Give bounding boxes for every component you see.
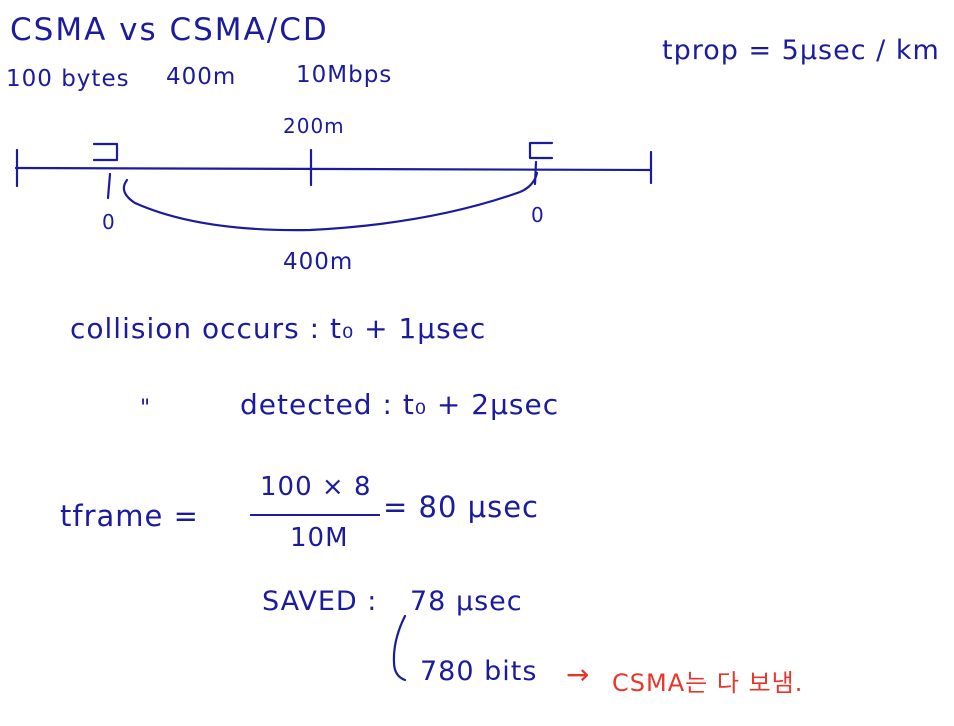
left-station-icon	[92, 142, 119, 162]
span-arc	[122, 171, 539, 232]
page-title: CSMA vs CSMA/CD	[10, 12, 329, 48]
left-station-tick	[106, 172, 112, 200]
saved-bits: 780 bits	[420, 656, 538, 687]
tframe-denominator: 10M	[290, 523, 349, 553]
tprop-formula: tprop = 5μsec / km	[662, 35, 940, 66]
right-station-icon	[528, 141, 554, 160]
param-size: 100 bytes	[6, 66, 130, 92]
saved-label: SAVED :	[262, 586, 378, 617]
ditto-mark: "	[140, 396, 152, 421]
arrow-icon: →	[566, 658, 591, 691]
saved-time: 78 μsec	[410, 586, 523, 617]
param-rate: 10Mbps	[296, 62, 393, 88]
right-station-time: 0	[531, 203, 545, 227]
bus-line	[14, 166, 653, 172]
midpoint-label: 200m	[283, 114, 345, 138]
collision-detected-line: detected : t₀ + 2μsec	[240, 388, 560, 421]
fraction-bar	[250, 514, 380, 516]
tframe-result: = 80 μsec	[383, 490, 539, 524]
collision-occurs-line: collision occurs : t₀ + 1μsec	[70, 312, 487, 345]
saved-brace	[392, 614, 407, 682]
tframe-label: tframe =	[60, 499, 199, 533]
csma-comment: CSMA는 다 보냄.	[612, 669, 804, 697]
left-station-time: 0	[102, 210, 116, 234]
tframe-numerator: 100 × 8	[260, 472, 372, 502]
param-distance: 400m	[166, 64, 237, 90]
span-label: 400m	[283, 249, 354, 275]
